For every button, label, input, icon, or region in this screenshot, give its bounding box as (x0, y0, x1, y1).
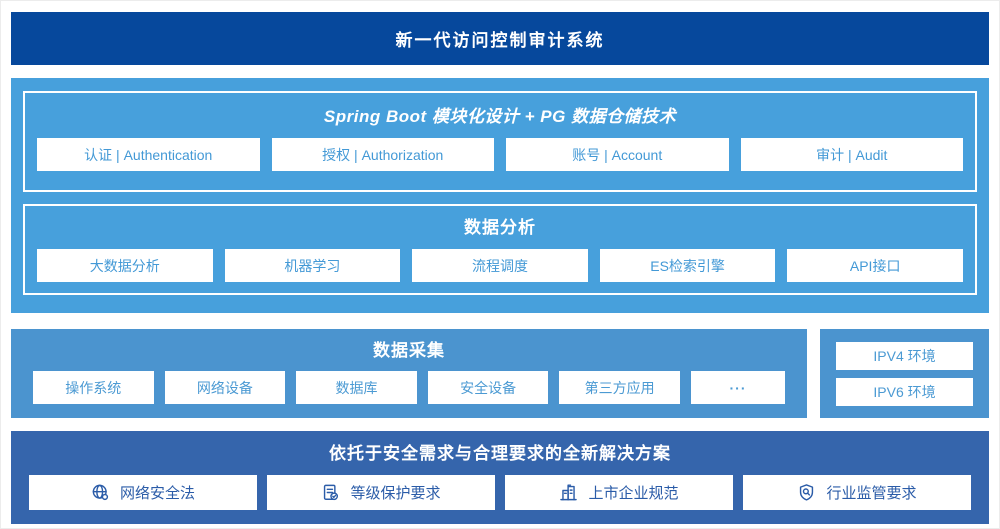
analysis-row: 大数据分析 机器学习 流程调度 ES检索引擎 API接口 (37, 249, 963, 282)
collection-box-more: ··· (690, 371, 786, 404)
solution-box-classified-protection: 等级保护要求 (267, 475, 495, 510)
modules-panel-title: Spring Boot 模块化设计 + PG 数据仓储技术 (323, 107, 677, 126)
collection-box-security: 安全设备 (427, 371, 549, 404)
document-check-icon (321, 483, 340, 502)
solution-box-label: 上市企业规范 (588, 485, 679, 502)
modules-panel: Spring Boot 模块化设计 + PG 数据仓储技术 认证 | Authe… (23, 91, 977, 192)
shield-search-icon (797, 483, 816, 502)
module-box-audit: 审计 | Audit (740, 138, 963, 171)
analysis-box-workflow: 流程调度 (412, 249, 588, 282)
analysis-box-es: ES检索引擎 (599, 249, 776, 282)
solution-box-industry-regulation: 行业监管要求 (743, 475, 971, 510)
env-box-ipv4: IPV4 环境 (836, 341, 973, 370)
analysis-box-bigdata: 大数据分析 (37, 249, 213, 282)
analysis-panel: 数据分析 大数据分析 机器学习 流程调度 ES检索引擎 API接口 (23, 204, 977, 295)
collection-box-database: 数据库 (296, 371, 417, 404)
middle-row: 数据采集 操作系统 网络设备 数据库 安全设备 第三方应用 ··· IPV4 环… (11, 329, 989, 418)
solution-box-label: 等级保护要求 (350, 485, 441, 502)
solution-box-cybersecurity-law: 网络安全法 (29, 475, 257, 510)
building-icon (559, 483, 578, 502)
module-box-account: 账号 | Account (506, 138, 729, 171)
globe-icon (91, 483, 110, 502)
analysis-panel-title: 数据分析 (464, 218, 536, 237)
environments-panel: IPV4 环境 IPV6 环境 (820, 329, 989, 418)
collection-box-network: 网络设备 (164, 371, 286, 404)
collection-row: 操作系统 网络设备 数据库 安全设备 第三方应用 ··· (33, 371, 786, 404)
analysis-box-api: API接口 (787, 249, 963, 282)
system-title: 新一代访问控制审计系统 (395, 31, 605, 50)
solution-box-label: 网络安全法 (119, 485, 195, 502)
env-box-ipv6: IPV6 环境 (836, 377, 973, 406)
modules-row: 认证 | Authentication 授权 | Authorization 账… (37, 138, 963, 171)
collection-title: 数据采集 (373, 341, 445, 360)
analysis-box-ml: 机器学习 (224, 249, 401, 282)
solution-row: 网络安全法 等级保护要求 (29, 475, 971, 510)
solution-section: 依托于安全需求与合理要求的全新解决方案 网络安全法 (11, 431, 989, 524)
solution-box-listed-company: 上市企业规范 (505, 475, 733, 510)
collection-box-os: 操作系统 (33, 371, 154, 404)
system-title-banner: 新一代访问控制审计系统 (11, 12, 989, 65)
platform-section: Spring Boot 模块化设计 + PG 数据仓储技术 认证 | Authe… (11, 78, 989, 313)
collection-section: 数据采集 操作系统 网络设备 数据库 安全设备 第三方应用 ··· (11, 329, 807, 418)
solution-box-label: 行业监管要求 (826, 485, 917, 502)
solution-title: 依托于安全需求与合理要求的全新解决方案 (329, 444, 671, 463)
module-box-authorization: 授权 | Authorization (271, 138, 494, 171)
module-box-authentication: 认证 | Authentication (37, 138, 260, 171)
collection-box-thirdparty: 第三方应用 (559, 371, 680, 404)
